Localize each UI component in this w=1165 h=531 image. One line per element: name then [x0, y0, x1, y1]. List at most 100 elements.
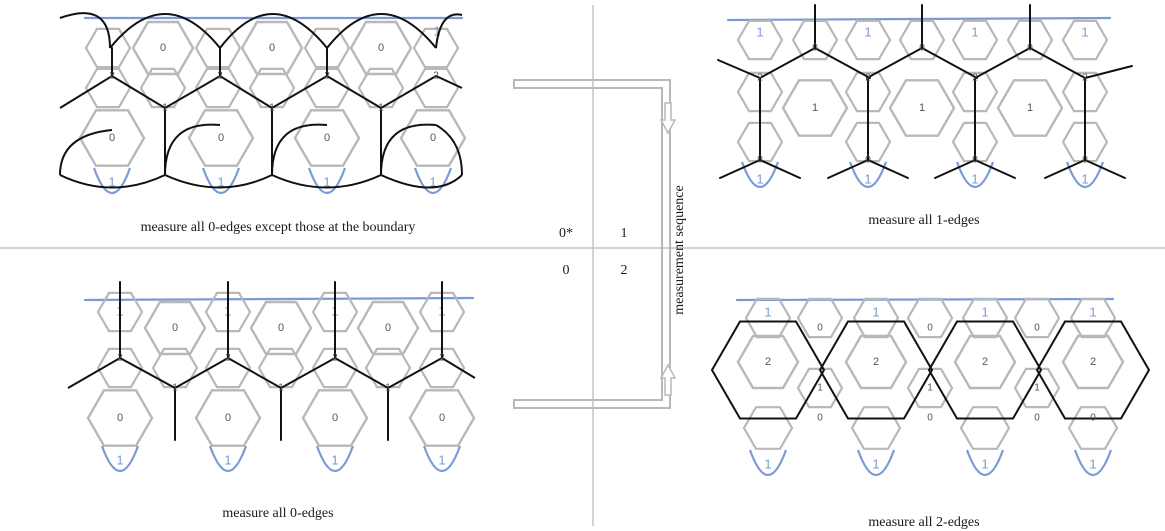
- vertex-label: 0: [1027, 43, 1033, 54]
- hex-label: 2: [765, 356, 771, 368]
- vertex-label: 0: [1082, 155, 1088, 166]
- vertex-label: 2: [332, 353, 338, 364]
- vertex-label: 2: [225, 353, 231, 364]
- hexagon: [844, 334, 908, 390]
- boundary-label: 1: [971, 24, 978, 39]
- boundary-label: 1: [764, 456, 771, 471]
- hexagon: [736, 19, 784, 61]
- hexagon: [1061, 19, 1109, 61]
- measured-edge: [67, 356, 476, 390]
- boundary-label: 1: [224, 452, 231, 467]
- quadrant-label-0: 0: [563, 263, 570, 278]
- vertex-label: 1: [1034, 383, 1040, 394]
- hexagon: [311, 291, 359, 333]
- measured-edge: [1029, 47, 1086, 79]
- hexagon: [953, 334, 1017, 390]
- boundary-loop: [92, 167, 132, 195]
- hexagon: [996, 79, 1064, 137]
- hexagon: [888, 79, 956, 137]
- measured-edge: [1084, 159, 1126, 179]
- up-arrow-icon: [659, 363, 677, 396]
- hexagon: [791, 19, 839, 61]
- measured-edge: [717, 59, 761, 79]
- measured-edge: [759, 159, 801, 179]
- hexagon: [951, 121, 999, 163]
- boundary-label: 1: [1089, 456, 1096, 471]
- boundary-label: 1: [433, 23, 440, 38]
- hex-label: 0: [117, 412, 123, 424]
- vertex-label: 0: [817, 323, 823, 334]
- measured-hexagon: [710, 320, 826, 420]
- caption-bottom-right: measure all 2-edges: [868, 515, 979, 530]
- boundary-loop: [955, 161, 995, 189]
- vertex-label: 2: [324, 71, 330, 82]
- boundary-label: 1: [872, 456, 879, 471]
- hexagon: [194, 67, 242, 109]
- boundary-label: 1: [1081, 171, 1088, 186]
- boundary-loop: [208, 445, 248, 473]
- measured-edge: [719, 159, 761, 179]
- measured-arc: [59, 123, 463, 176]
- hex-label: 0: [172, 322, 178, 334]
- vertex-label: 2: [117, 353, 123, 364]
- vertex-label: 1: [278, 383, 284, 394]
- boundary-loop: [422, 445, 462, 473]
- hex-label: 0: [324, 132, 330, 144]
- vertex-label: 2: [1082, 73, 1088, 84]
- measured-edge: [974, 159, 1016, 179]
- quadrant-label-0star: 0*: [559, 226, 573, 241]
- measured-arc: [59, 174, 463, 189]
- vertex-label: 0: [927, 323, 933, 334]
- down-arrow-icon: [659, 102, 677, 135]
- boundary-loop: [315, 445, 355, 473]
- hex-label: 0: [160, 42, 166, 54]
- measured-edge: [814, 47, 871, 79]
- boundary-label: 1: [756, 171, 763, 186]
- boundary-label: 1: [429, 174, 436, 189]
- boundary-label: 1: [864, 171, 871, 186]
- vertex-label: 0: [817, 413, 823, 424]
- hexagon: [742, 406, 794, 450]
- hexagon: [139, 67, 187, 109]
- vertex-label: 1: [162, 103, 168, 114]
- boundary-label: 1: [1081, 24, 1088, 39]
- measurement-sequence-bracket: measurement sequence: [513, 79, 687, 409]
- hexagon: [248, 67, 296, 109]
- vertex-label: 1: [172, 383, 178, 394]
- vertex-label: 2: [439, 353, 445, 364]
- measured-edge: [827, 159, 869, 179]
- hexagon: [1006, 19, 1054, 61]
- boundary-loop: [307, 167, 347, 195]
- boundary-loop: [100, 445, 140, 473]
- boundary-label: 1: [864, 24, 871, 39]
- hexagon: [311, 347, 359, 389]
- boundary-loop: [1065, 161, 1105, 189]
- vertex-label: 1: [378, 103, 384, 114]
- boundary-label: 1: [108, 174, 115, 189]
- measured-edge: [974, 47, 1031, 79]
- hex-label: 0: [218, 132, 224, 144]
- vertex-label: 2: [757, 73, 763, 84]
- hexagon: [1061, 71, 1109, 113]
- hexagon: [736, 121, 784, 163]
- caption-top-right: measure all 1-edges: [868, 213, 979, 228]
- vertex-label: 0: [757, 155, 763, 166]
- hex-label: 0: [332, 412, 338, 424]
- vertex-label: 2: [972, 73, 978, 84]
- vertex-label: 2: [433, 71, 439, 82]
- vertex-label: 0: [865, 155, 871, 166]
- hex-label: 2: [982, 356, 988, 368]
- hexagon: [418, 291, 466, 333]
- hex-label: 1: [1027, 102, 1033, 114]
- measured-hexagon: [927, 320, 1043, 420]
- measured-edge: [759, 47, 816, 79]
- boundary-loop: [856, 449, 896, 477]
- hexagon: [257, 347, 305, 389]
- boundary-label: 1: [116, 452, 123, 467]
- vertex-label: 2: [217, 71, 223, 82]
- hexagon: [293, 109, 361, 167]
- hexagon: [796, 297, 844, 339]
